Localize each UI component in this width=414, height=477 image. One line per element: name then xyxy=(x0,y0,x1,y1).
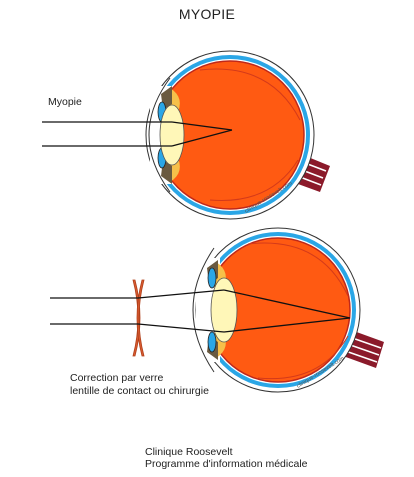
correction-label-line1: Correction par verre xyxy=(70,372,164,384)
correction-label: Correction par verre lentille de contact… xyxy=(70,372,209,398)
corrected-eye: clinique-roosevelt.com xyxy=(50,227,384,393)
myopia-label: Myopie xyxy=(48,96,82,108)
correction-label-line2: lentille de contact ou chirurgie xyxy=(70,385,209,397)
footer-program: Programme d'information médicale xyxy=(145,458,308,470)
myopic-eye: clinique-roosevelt.com xyxy=(42,50,330,220)
correction-lens xyxy=(132,279,145,357)
page-title: MYOPIE xyxy=(178,6,236,22)
footer: Clinique Roosevelt Programme d'informati… xyxy=(145,446,308,470)
footer-clinic: Clinique Roosevelt xyxy=(145,446,233,458)
